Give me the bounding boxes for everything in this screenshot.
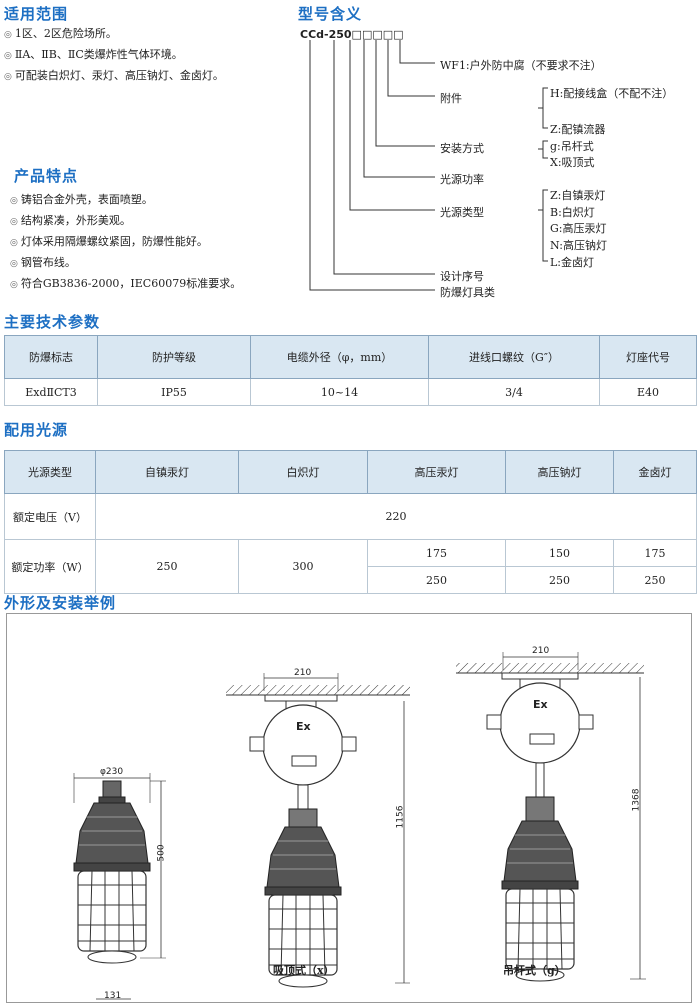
table-header: 防爆标志	[4, 335, 98, 379]
features-list: ◎铸铝合金外壳，表面喷塑。 ◎结构紧凑，外形美观。 ◎灯体采用隔爆螺纹紧固，防爆…	[10, 190, 241, 295]
table-header: 金卤灯	[613, 450, 697, 494]
tech-title: 主要技术参数	[4, 313, 101, 331]
table-row: 额定电压（V） 220	[4, 493, 697, 540]
table-cell: 175	[613, 539, 697, 567]
table-cell: 300	[238, 539, 368, 594]
table-header: 电缆外径（φ，mm）	[250, 335, 429, 379]
table-cell: 220	[95, 493, 697, 540]
list-item: ◎ⅡA、ⅡB、ⅡC类爆炸性气体环境。	[4, 48, 183, 61]
lamp-ceiling-mount	[226, 673, 410, 988]
model-lines	[309, 40, 548, 291]
mount-option-x: X:吸顶式	[550, 156, 595, 169]
model-category-label: 防爆灯具类	[440, 286, 495, 299]
model-mount-label: 安装方式	[440, 142, 484, 155]
source-table: 光源类型 自镇汞灯 白炽灯 高压汞灯 高压钠灯 金卤灯 额定电压（V） 220 …	[4, 450, 697, 594]
model-design-label: 设计序号	[440, 270, 484, 283]
table-cell: IP55	[97, 378, 251, 406]
table-cell: 额定电压（V）	[4, 493, 96, 540]
source-option-b: B:白炽灯	[550, 206, 595, 219]
caption-ceiling: 吸顶式（x）	[273, 964, 335, 977]
source-option-n: N:高压钠灯	[550, 239, 607, 252]
model-source-label: 光源类型	[440, 206, 484, 219]
source-option-z: Z:自镇汞灯	[550, 189, 606, 202]
accessory-option-h: H:配接线盒（不配不注）	[550, 87, 674, 100]
dim-width-210: 210	[294, 668, 312, 678]
table-row: 额定功率（W） 250 300 175 150 175	[4, 539, 697, 594]
table-header: 高压钠灯	[505, 450, 614, 494]
table-header: 自镇汞灯	[95, 450, 239, 494]
dim-height-1368: 1368	[631, 788, 642, 812]
install-title: 外形及安装举例	[4, 594, 117, 612]
table-header-row: 防爆标志 防护等级 电缆外径（φ，mm） 进线口螺纹（G″） 灯座代号	[4, 335, 697, 379]
table-cell: 250	[367, 566, 506, 594]
mount-option-g: g:吊杆式	[550, 140, 594, 153]
dim-width-210-pendant: 210	[532, 646, 550, 656]
table-header: 灯座代号	[599, 335, 697, 379]
table-row: 250 250 250	[5, 566, 697, 594]
table-header: 高压汞灯	[367, 450, 506, 494]
ex-mark-pendant: Ex	[533, 698, 548, 711]
source-option-g: G:高压汞灯	[550, 222, 607, 235]
features-title: 产品特点	[14, 167, 79, 185]
model-accessory-label: 附件	[440, 92, 462, 105]
table-cell: 250	[613, 566, 697, 594]
model-title: 型号含义	[298, 5, 363, 23]
dim-height-500: 500	[156, 844, 167, 862]
list-item: ◎符合GB3836-2000，IEC60079标准要求。	[10, 277, 242, 290]
list-item: ◎铸铝合金外壳，表面喷塑。	[10, 193, 153, 206]
source-option-l: L:金卤灯	[550, 256, 595, 269]
table-cell: 3/4	[428, 378, 600, 406]
list-item: ◎结构紧凑，外形美观。	[10, 214, 131, 227]
ex-mark-ceiling: Ex	[296, 720, 311, 733]
table-row: ExdⅡCT3 IP55 10~14 3/4 E40	[4, 378, 697, 406]
table-header: 光源类型	[4, 450, 96, 494]
table-cell: 额定功率（W）	[4, 539, 96, 594]
table-cell: 175	[367, 539, 506, 567]
table-cell: 250	[95, 539, 239, 594]
table-cell: E40	[599, 378, 697, 406]
list-item: ◎1区、2区危险场所。	[4, 27, 117, 40]
accessory-option-z: Z:配镇流器	[550, 123, 606, 136]
table-header: 进线口螺纹（G″）	[428, 335, 600, 379]
model-code: CCd-250□□□□□	[300, 28, 404, 41]
list-item: ◎可配装白炽灯、汞灯、高压钠灯、金卤灯。	[4, 69, 224, 82]
scope-title: 适用范围	[4, 5, 69, 23]
table-header: 防护等级	[97, 335, 251, 379]
model-wf1-label: WF1:户外防中腐（不要求不注）	[440, 59, 602, 72]
table-cell: 10~14	[250, 378, 429, 406]
dim-width-131: 131	[104, 991, 122, 1001]
scope-list: ◎1区、2区危险场所。 ◎ⅡA、ⅡB、ⅡC类爆炸性气体环境。 ◎可配装白炽灯、汞…	[4, 24, 224, 87]
lamp-standalone	[73, 773, 166, 1000]
table-cell: 150	[505, 539, 614, 567]
source-title: 配用光源	[4, 421, 69, 439]
list-item: ◎钢管布线。	[10, 256, 76, 269]
lamp-pendant	[456, 652, 646, 982]
model-power-label: 光源功率	[440, 173, 484, 186]
dim-height-1156: 1156	[395, 805, 406, 829]
dim-diameter: φ230	[100, 767, 124, 777]
install-drawing	[73, 652, 646, 1000]
table-header: 白炽灯	[238, 450, 368, 494]
tech-table: 防爆标志 防护等级 电缆外径（φ，mm） 进线口螺纹（G″） 灯座代号 ExdⅡ…	[4, 335, 697, 406]
table-cell: ExdⅡCT3	[4, 378, 98, 406]
table-header-row: 光源类型 自镇汞灯 白炽灯 高压汞灯 高压钠灯 金卤灯	[4, 450, 697, 494]
caption-pendant: 吊杆式（g）	[503, 964, 566, 977]
table-cell: 250	[505, 566, 614, 594]
list-item: ◎灯体采用隔爆螺纹紧固，防爆性能好。	[10, 235, 208, 248]
